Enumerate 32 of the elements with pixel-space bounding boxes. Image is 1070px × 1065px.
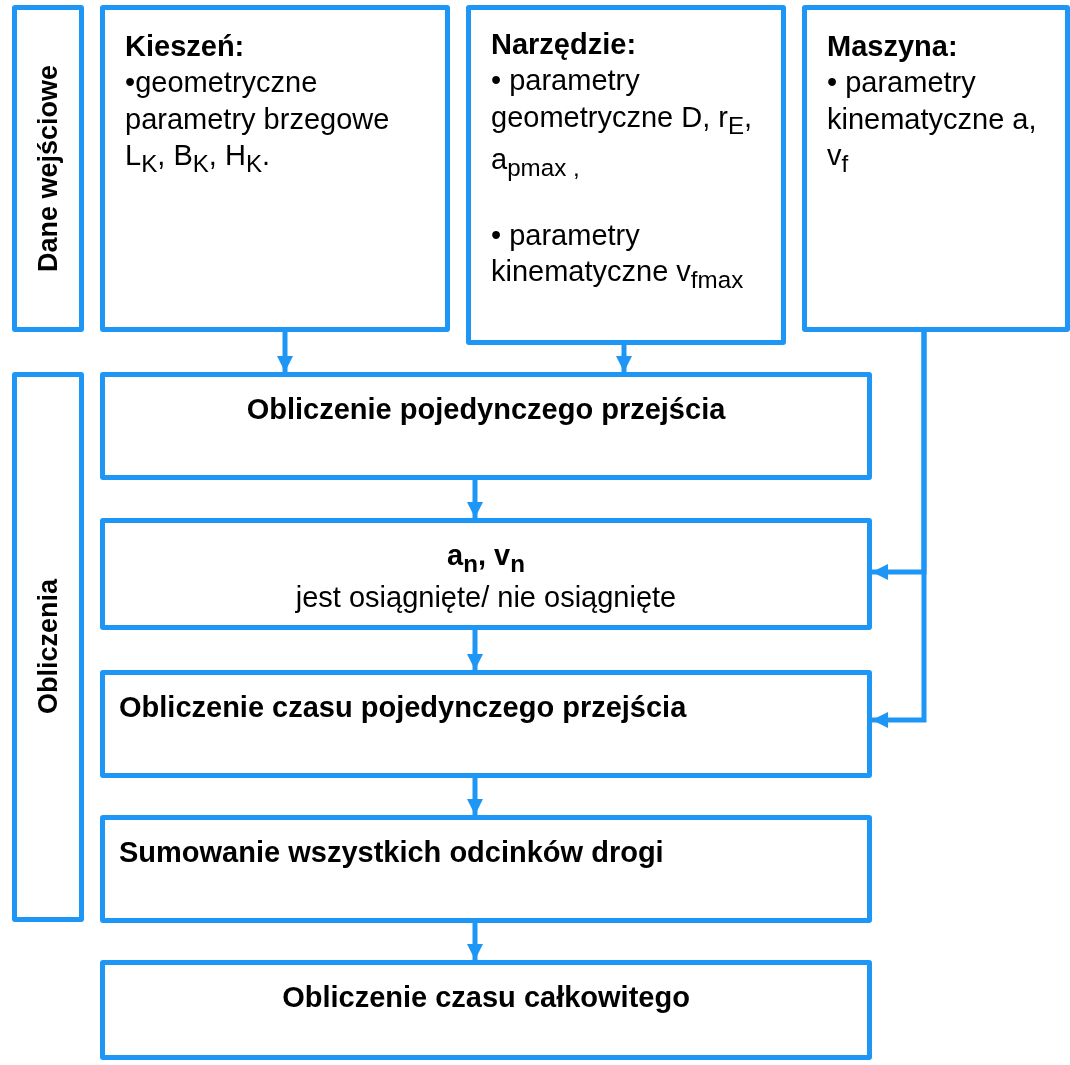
input-box — [802, 5, 1070, 332]
arrow — [872, 332, 927, 728]
box-heading: Sumowanie wszystkich odcinków drogi — [119, 835, 665, 870]
box-heading: Obliczenie pojedynczego przejścia — [245, 392, 727, 427]
box-heading: Obliczenie czasu pojedynczego przejścia — [119, 690, 688, 725]
box-text: • parametry kinematyczne a, v$_{f}$ — [827, 65, 1038, 179]
box-heading: Obliczenie czasu całkowitego — [281, 980, 691, 1015]
box-text: • parametry geometryczne D, r$_{E}$, a$_{pmax ,}$ — [491, 63, 754, 183]
box-heading: Kieszeń: — [125, 29, 246, 64]
arrow — [277, 332, 293, 372]
process-box — [100, 960, 872, 1060]
box-text: • parametry kinematyczne v$_{fmax}$ — [491, 217, 745, 295]
process-box — [100, 670, 872, 778]
box-heading: Narzędzie: — [491, 27, 638, 62]
section-label: Obliczenia — [32, 579, 64, 715]
box-text: jest osiągnięte/ nie osiągnięte — [294, 580, 678, 615]
arrow — [467, 480, 483, 518]
process-box — [100, 518, 872, 630]
box-text: •geometryczne parametry brzegowe L$_{K}$, B$_{K}$, H$_{K}$. — [125, 65, 391, 179]
section-band — [12, 5, 84, 332]
arrow — [467, 630, 483, 670]
process-box — [100, 815, 872, 923]
input-box — [100, 5, 450, 332]
arrow — [616, 345, 632, 372]
section-label: Dane wejściowe — [32, 64, 64, 273]
box-heading: Maszyna: — [827, 29, 959, 64]
box-heading: a$_{n}$, v$_{n}$ — [446, 538, 526, 579]
arrow — [467, 923, 483, 960]
section-band — [12, 372, 84, 922]
arrow — [467, 778, 483, 815]
input-box — [466, 5, 786, 345]
process-box — [100, 372, 872, 480]
